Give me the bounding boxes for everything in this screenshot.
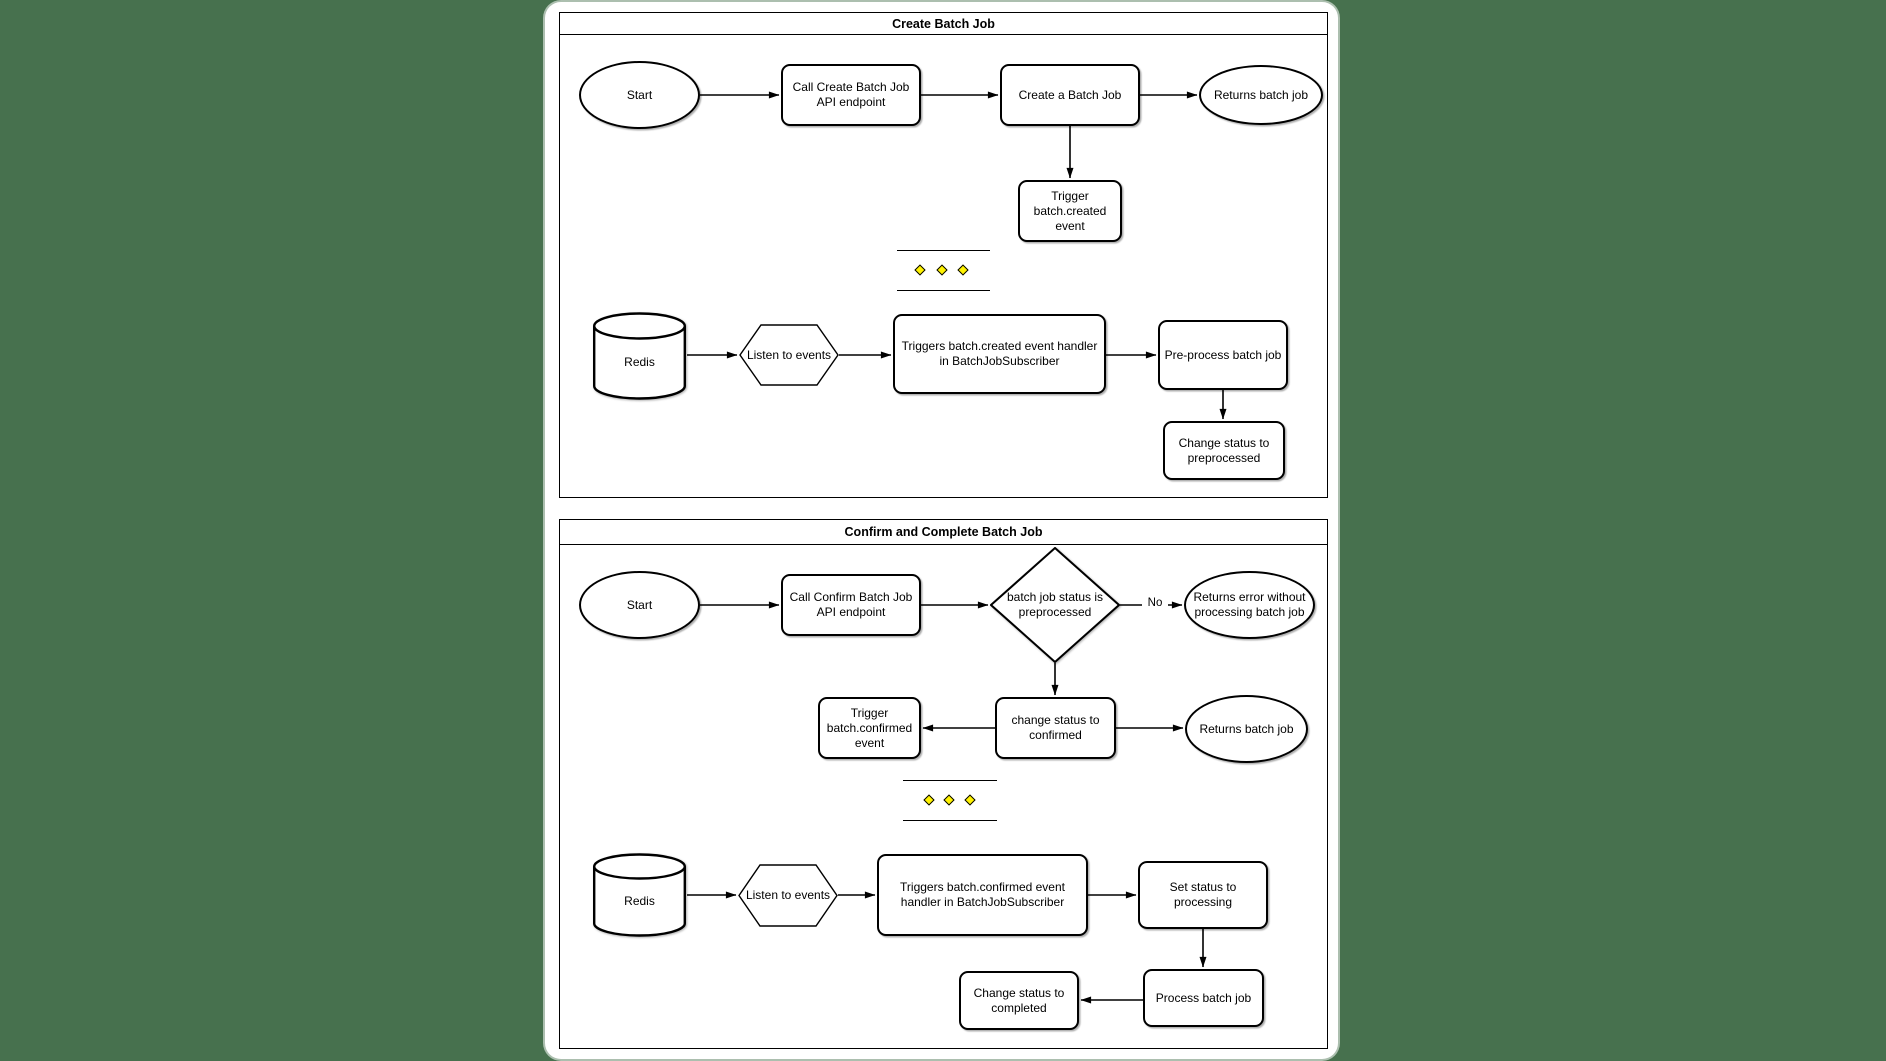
node-label: Call Confirm Batch Job API endpoint — [789, 590, 913, 619]
node-listen-to-events: Listen to events — [739, 324, 839, 386]
node-label: Listen to events — [745, 888, 831, 902]
panel-title: Create Batch Job — [892, 16, 995, 31]
divider-line — [903, 780, 997, 781]
node-returns-batch-job-confirm: Returns batch job — [1185, 695, 1308, 763]
node-label: Returns batch job — [1213, 87, 1309, 102]
node-label: Triggers batch.confirmed event handler i… — [900, 880, 1065, 909]
node-decision-status-preprocessed: batch job status is preprocessed — [990, 547, 1120, 663]
node-returns-error: Returns error without processing batch j… — [1184, 571, 1315, 639]
node-label: Returns batch job — [1199, 721, 1294, 736]
node-change-status-confirmed: change status to confirmed — [995, 697, 1116, 759]
panel-title-bar: Confirm and Complete Batch Job — [560, 520, 1327, 545]
node-change-status-preprocessed: Change status to preprocessed — [1163, 421, 1285, 480]
node-batch-created-handler: Triggers batch.created event handler in … — [893, 314, 1106, 394]
hexagon-icon — [739, 324, 839, 386]
node-label: Start — [626, 87, 653, 102]
node-label: Returns error without processing batch j… — [1193, 590, 1306, 619]
node-label: Call Create Batch Job API endpoint — [792, 80, 910, 109]
node-label: Set status to processing — [1169, 880, 1237, 909]
decision-diamond-icon — [990, 547, 1120, 663]
panel-title-bar: Create Batch Job — [560, 13, 1327, 35]
node-label: Create a Batch Job — [1018, 87, 1122, 102]
node-call-confirm-api: Call Confirm Batch Job API endpoint — [781, 574, 921, 636]
edge-label-no: No — [1142, 597, 1168, 609]
node-create-a-batch-job: Create a Batch Job — [1000, 64, 1140, 126]
node-trigger-batch-created-event: Trigger batch.created event — [1018, 180, 1122, 242]
node-label: Redis — [624, 893, 655, 908]
divider-line — [897, 290, 990, 291]
node-label: Redis — [624, 354, 655, 369]
node-label: Start — [626, 597, 653, 612]
node-redis-datastore-2: Redis — [592, 852, 687, 937]
panel-confirm-complete-batch-job: Confirm and Complete Batch Job — [559, 519, 1328, 1049]
node-label: Trigger batch.confirmed event — [826, 705, 913, 750]
node-listen-to-events-2: Listen to events — [738, 864, 838, 927]
node-set-status-processing: Set status to processing — [1138, 861, 1268, 929]
cylinder-icon — [593, 853, 686, 937]
hexagon-icon — [738, 864, 838, 927]
node-trigger-batch-confirmed-event: Trigger batch.confirmed event — [818, 697, 921, 759]
node-start-confirm-flow: Start — [579, 571, 700, 639]
node-label: Change status to completed — [973, 985, 1065, 1015]
divider-line — [903, 820, 997, 821]
cylinder-icon — [593, 312, 686, 400]
node-label: batch job status is preprocessed — [1006, 590, 1104, 619]
node-label: Listen to events — [746, 347, 832, 362]
panel-create-batch-job: Create Batch Job — [559, 12, 1328, 498]
node-label: Process batch job — [1155, 990, 1252, 1005]
node-batch-confirmed-handler: Triggers batch.confirmed event handler i… — [877, 854, 1088, 936]
node-call-create-api: Call Create Batch Job API endpoint — [781, 64, 921, 126]
node-start-create-flow: Start — [579, 61, 700, 129]
node-redis-datastore: Redis — [592, 311, 687, 400]
node-label: change status to confirmed — [1011, 713, 1100, 742]
node-label: Trigger batch.created event — [1033, 188, 1107, 233]
panel-title: Confirm and Complete Batch Job — [844, 525, 1043, 539]
node-change-status-completed: Change status to completed — [959, 971, 1079, 1030]
node-preprocess-batch-job: Pre-process batch job — [1158, 320, 1288, 390]
node-process-batch-job: Process batch job — [1143, 969, 1264, 1027]
node-label: Triggers batch.created event handler in … — [901, 339, 1098, 368]
node-label: Change status to preprocessed — [1178, 435, 1270, 465]
node-returns-batch-job-create: Returns batch job — [1199, 65, 1323, 125]
divider-line — [897, 250, 990, 251]
node-label: Pre-process batch job — [1164, 347, 1282, 362]
